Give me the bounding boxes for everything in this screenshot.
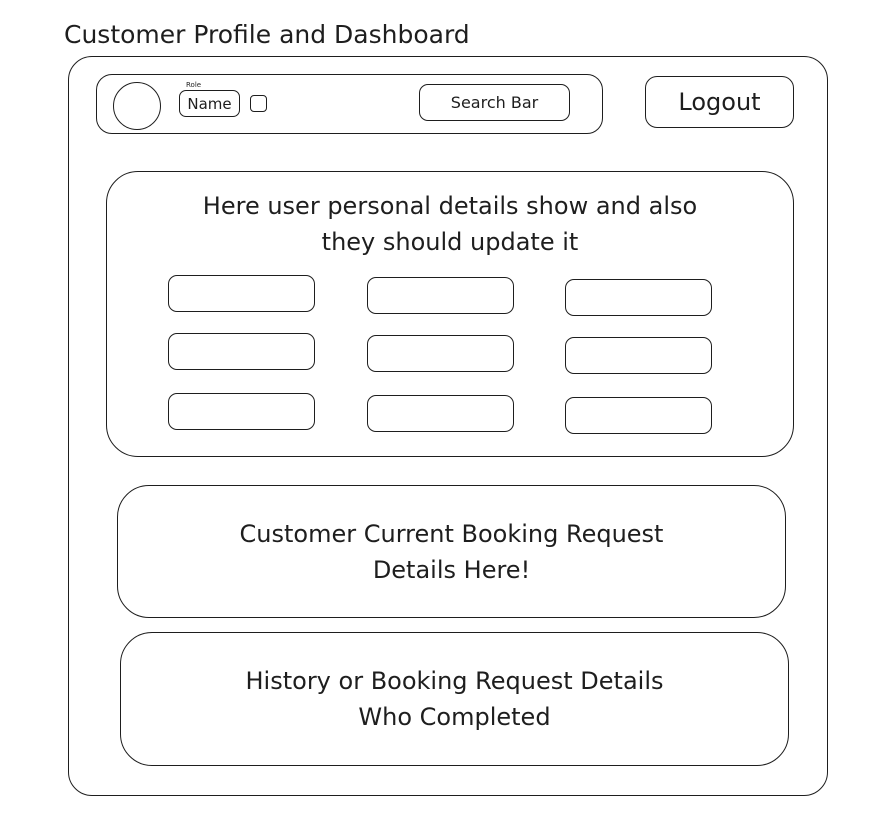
search-bar[interactable]: Search Bar	[419, 84, 570, 121]
avatar[interactable]	[113, 82, 161, 130]
personal-detail-field[interactable]	[565, 337, 712, 374]
personal-detail-field[interactable]	[565, 397, 712, 434]
checkbox[interactable]	[250, 95, 267, 112]
name-box: Name	[179, 90, 240, 117]
booking-history-card: History or Booking Request Details Who C…	[120, 632, 789, 766]
personal-details-card: Here user personal details show and also…	[106, 171, 794, 457]
personal-detail-field[interactable]	[565, 279, 712, 316]
personal-detail-field[interactable]	[367, 277, 514, 314]
logout-button[interactable]: Logout	[645, 76, 794, 128]
personal-details-text: Here user personal details show and also…	[202, 192, 698, 256]
booking-history-text: History or Booking Request Details Who C…	[245, 667, 664, 731]
personal-detail-field[interactable]	[367, 335, 514, 372]
page-title: Customer Profile and Dashboard	[64, 20, 470, 49]
header-bar	[96, 74, 603, 134]
current-booking-card: Customer Current Booking Request Details…	[117, 485, 786, 618]
personal-detail-field[interactable]	[168, 275, 315, 312]
personal-detail-field[interactable]	[168, 393, 315, 430]
personal-detail-field[interactable]	[367, 395, 514, 432]
role-label: Role	[186, 81, 202, 89]
personal-detail-field[interactable]	[168, 333, 315, 370]
dashboard-frame	[68, 56, 828, 796]
current-booking-text: Customer Current Booking Request Details…	[239, 519, 664, 584]
